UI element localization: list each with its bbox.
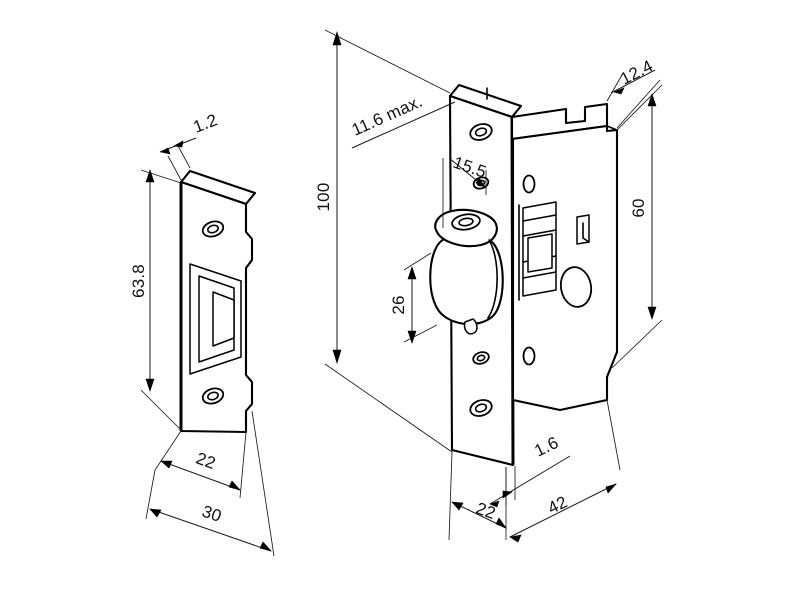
strike-plate-group xyxy=(179,169,257,434)
arrow-22L-left xyxy=(160,460,173,469)
dim-label-63-8: 63.8 xyxy=(129,264,148,298)
faceplate-hole-lower-small-inner xyxy=(476,354,486,362)
dim-label-12-4: 12.4 xyxy=(617,56,656,88)
ext-line-12-4-b xyxy=(616,79,661,129)
arrow-22R-left xyxy=(451,501,464,511)
latch-bolt-stem xyxy=(463,318,478,335)
dim-line-42 xyxy=(509,483,617,538)
ext-line-60-top xyxy=(616,84,663,131)
dim-label-1-6: 1.6 xyxy=(531,433,561,461)
dim-label-26: 26 xyxy=(389,295,408,314)
ext-line-63-8-bottom xyxy=(140,389,182,431)
ext-line-12-4-a xyxy=(606,74,623,102)
arrow-1-2-right xyxy=(173,140,184,148)
dim-label-100: 100 xyxy=(314,183,333,212)
faceplate-screw-hole-lower-inner xyxy=(474,403,488,413)
strike-plate-aperture-recess xyxy=(212,291,235,347)
ext-line-22L-b xyxy=(239,431,247,499)
arrow-60-bottom xyxy=(647,306,657,320)
latch-bolt-collar-hole xyxy=(458,217,474,227)
ext-line-thickness-a xyxy=(176,143,191,169)
ext-line-30-b xyxy=(251,410,275,557)
arrow-42-left xyxy=(509,534,522,543)
case-square-aperture-detail xyxy=(582,222,590,243)
arrow-1-6-left xyxy=(489,500,500,508)
arrow-30-right xyxy=(259,541,272,552)
arrow-26-bottom xyxy=(407,330,417,344)
dim-line-22-left xyxy=(160,460,241,491)
arrow-1-6-right xyxy=(502,490,513,499)
arrow-100-bottom xyxy=(332,349,342,365)
strike-plate-screw-hole-lower-inner xyxy=(207,391,219,401)
arrow-63-8-bottom xyxy=(145,378,155,392)
dim-line-11-6 xyxy=(351,101,456,149)
dim-label-30: 30 xyxy=(200,502,224,526)
arrow-22L-right xyxy=(228,480,241,491)
lock-case-top-step xyxy=(565,106,586,124)
faceplate-screw-hole-upper-inner xyxy=(474,127,488,137)
arrow-42-right xyxy=(605,483,617,494)
arrow-30-left xyxy=(149,508,162,518)
ext-line-30-a xyxy=(145,469,156,520)
mechanism-rib-2 xyxy=(522,229,557,237)
ext-line-100-bottom xyxy=(324,363,453,453)
strike-plate-side-step xyxy=(245,203,253,433)
ext-line-26-bottom xyxy=(403,324,438,343)
arrow-12-4 xyxy=(613,87,625,95)
mechanism-cam xyxy=(527,233,553,273)
case-small-hole-lower xyxy=(522,346,536,366)
mechanism-rib-4 xyxy=(522,271,557,279)
ext-line-22L-a xyxy=(154,430,182,471)
arrow-15-5 xyxy=(475,177,487,189)
arrow-100-top xyxy=(332,30,342,46)
strike-plate-screw-hole-upper-inner xyxy=(207,224,219,234)
arrow-63-8-top xyxy=(145,169,155,183)
ext-line-thickness-b xyxy=(167,155,182,181)
lock-case-right-contour xyxy=(606,103,618,401)
roller-latch-bolt xyxy=(429,208,504,335)
ext-line-26-top xyxy=(403,252,432,271)
case-cylinder-hole xyxy=(559,266,593,308)
ext-line-60-bottom xyxy=(611,319,663,369)
arrow-60-top xyxy=(647,93,657,107)
ext-line-42-b xyxy=(606,399,621,471)
ext-line-100-top xyxy=(324,29,451,94)
lock-internal-mechanism xyxy=(518,201,557,301)
dim-label-42: 42 xyxy=(545,492,571,518)
dim-line-30 xyxy=(149,508,272,552)
dim-label-22-left: 22 xyxy=(194,449,219,473)
dim-label-1-2: 1.2 xyxy=(191,110,220,136)
arrow-1-2-left xyxy=(160,147,171,155)
latch-bolt-crescent xyxy=(487,239,498,319)
ext-line-63-8-top xyxy=(140,169,182,184)
dim-label-60: 60 xyxy=(629,198,648,217)
lock-body-group xyxy=(429,83,619,467)
case-small-hole-upper xyxy=(522,174,536,194)
arrow-26-top xyxy=(407,266,417,280)
mechanism-rib-1 xyxy=(522,214,557,222)
dim-line-12-4 xyxy=(610,69,656,94)
ext-line-22R-a xyxy=(448,451,453,541)
lock-case-bottom-chamfer xyxy=(512,399,608,411)
arrow-22R-right xyxy=(495,517,507,529)
